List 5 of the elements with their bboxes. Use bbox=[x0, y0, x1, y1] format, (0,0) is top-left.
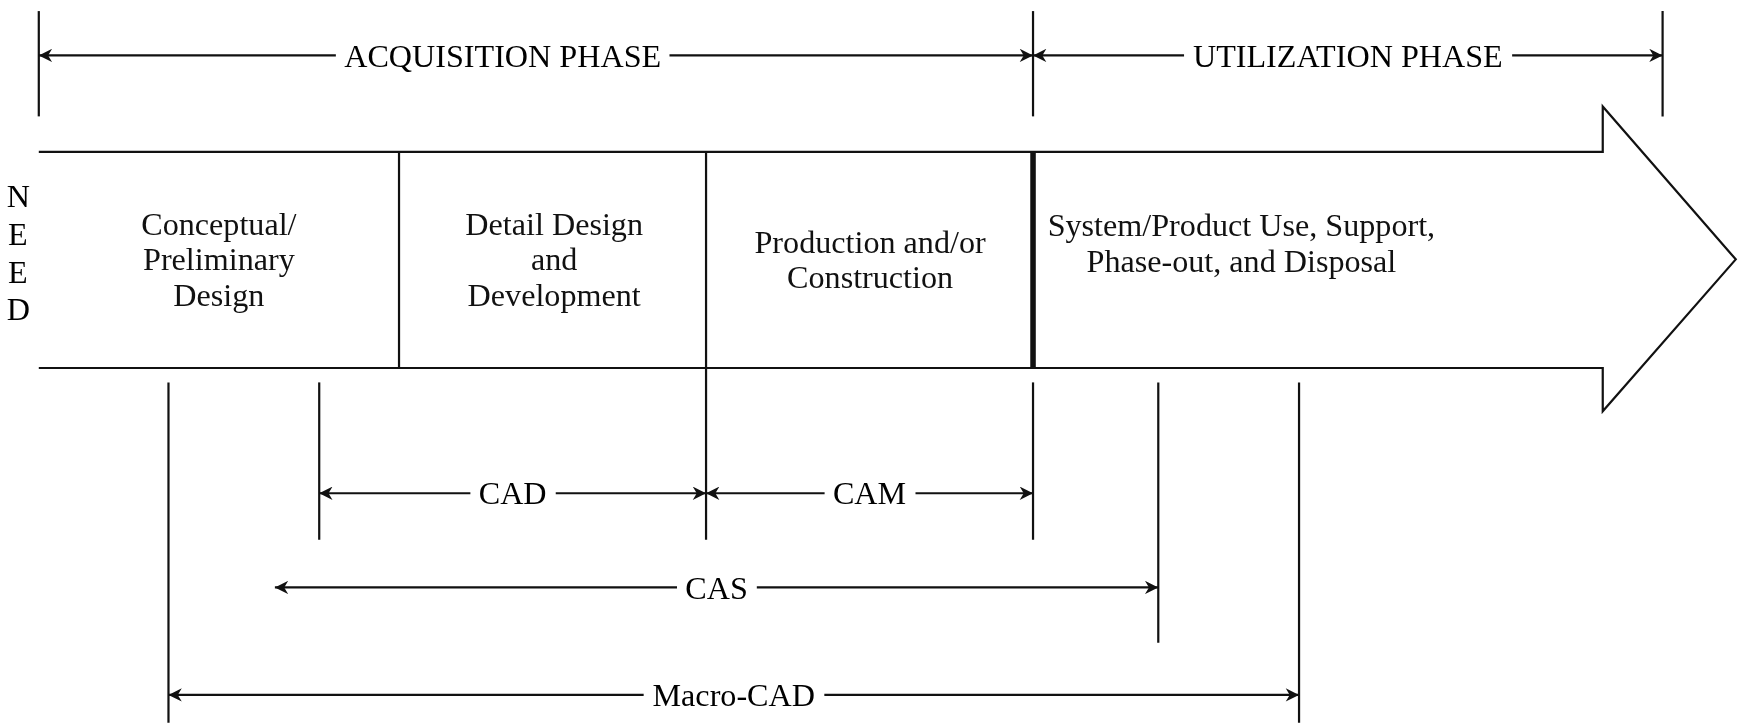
vertical-label: NEED bbox=[6, 177, 29, 329]
section-text: Conceptual/ Preliminary Design bbox=[140, 205, 298, 312]
section-text: Production and/or Construction bbox=[753, 223, 987, 295]
section-text: Detail Design and Development bbox=[464, 205, 644, 312]
section-text: System/Product Use, Support, Phase-out, and Disposal bbox=[1047, 206, 1436, 278]
